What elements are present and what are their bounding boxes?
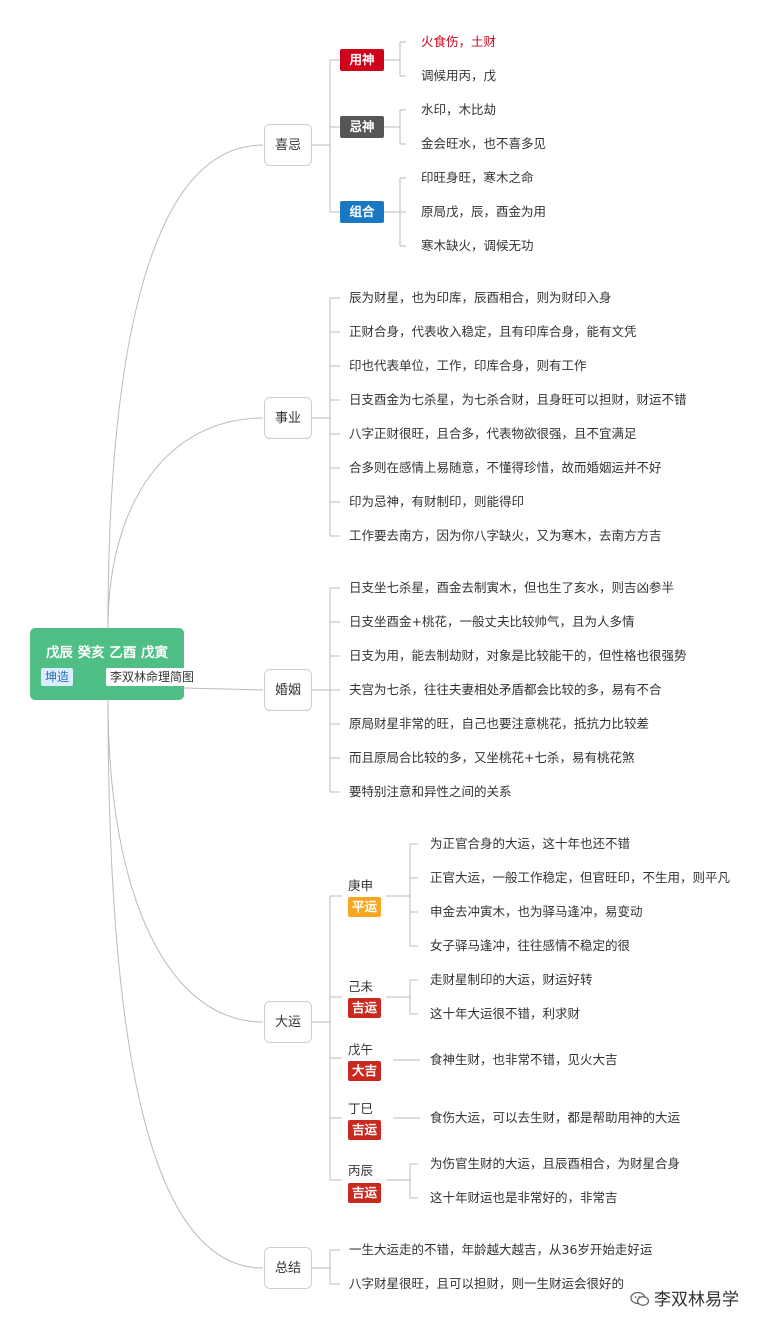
leaf-zongjie-1: 一生大运走的不错，年龄越大越吉，从36岁开始走好运 [349,1242,653,1257]
dayun-gengshen-badge: 平运 [348,897,381,917]
leaf-shiye-6: 合多则在感情上易随意，不懂得珍惜，故而婚姻运并不好 [349,460,662,475]
root-node[interactable]: 戊辰 癸亥 乙酉 戊寅 坤造 李双林命理简图 [30,628,199,700]
badge-zuhe[interactable]: 组合 [340,201,384,223]
leaf-jiwei-1: 走财星制印的大运，财运好转 [430,972,593,987]
leaf-dingsi-1: 食伤大运，可以去生财，都是帮助用神的大运 [430,1110,681,1125]
watermark-text: 李双林易学 [654,1290,739,1310]
dayun-jiwei-name: 己未 [348,979,374,994]
leaf-bingchen-1: 为伤官生财的大运，且辰酉相合，为财星合身 [430,1156,681,1171]
root-title: 戊辰 癸亥 乙酉 戊寅 [45,645,169,661]
category-hunyin[interactable]: 婚姻 [264,669,312,711]
leaf-gengshen-3: 申金去冲寅木，也为驿马逢冲，易变动 [430,904,643,919]
leaf-hunyin-7: 要特别注意和异性之间的关系 [349,784,512,799]
leaf-hunyin-5: 原局财星非常的旺，自己也要注意桃花，抵抗力比较差 [349,716,650,731]
leaf-shiye-8: 工作要去南方，因为你八字缺火，又为寒木，去南方方吉 [349,528,662,543]
leaf-hunyin-4: 夫宫为七杀，往往夫妻相处矛盾都会比较的多，易有不合 [349,682,662,697]
dayun-bingchen-name: 丙辰 [348,1163,374,1178]
leaf-hunyin-6: 而且原局合比较的多，又坐桃花+七杀，易有桃花煞 [349,750,635,765]
leaf-zuhe-1: 印旺身旺，寒木之命 [421,170,534,185]
dayun-wuwu-name: 戊午 [348,1042,374,1057]
leaf-gengshen-4: 女子驿马逢冲，往往感情不稳定的很 [430,938,631,953]
leaf-wuwu-1: 食神生财，也非常不错，见火大吉 [430,1052,618,1067]
leaf-yongshen-1: 火食伤，土财 [421,34,497,49]
leaf-yongshen-2: 调候用丙，戊 [421,68,497,83]
leaf-hunyin-2: 日支坐酉金+桃花，一般丈夫比较帅气，且为人多情 [349,614,635,629]
leaf-shiye-2: 正财合身，代表收入稳定，且有印库合身，能有文凭 [349,324,637,339]
dayun-jiwei-badge: 吉运 [348,998,381,1018]
wechat-icon [630,1291,650,1306]
badge-jishen[interactable]: 忌神 [340,116,384,138]
root-tag-brand: 李双林命理简图 [106,668,199,686]
leaf-jiwei-2: 这十年大运很不错，利求财 [430,1006,581,1021]
dayun-gengshen-name: 庚申 [348,878,374,893]
leaf-shiye-7: 印为忌神，有财制印，则能得印 [349,494,525,509]
watermark: 李双林易学 [626,1285,743,1310]
leaf-jishen-1: 水印，木比劫 [421,102,497,117]
category-xiji[interactable]: 喜忌 [264,124,312,166]
leaf-jishen-2: 金会旺水，也不喜多见 [421,136,547,151]
category-dayun[interactable]: 大运 [264,1001,312,1043]
root-tag-kunzao: 坤造 [41,668,74,686]
badge-yongshen[interactable]: 用神 [340,49,384,71]
leaf-shiye-3: 印也代表单位，工作，印库合身，则有工作 [349,358,587,373]
leaf-hunyin-1: 日支坐七杀星，酉金去制寅木，但也生了亥水，则吉凶参半 [349,580,675,595]
leaf-shiye-4: 日支酉金为七杀星，为七杀合财，且身旺可以担财，财运不错 [349,392,687,407]
dayun-wuwu-badge: 大吉 [348,1061,381,1081]
category-zongjie[interactable]: 总结 [264,1247,312,1289]
dayun-bingchen-badge: 吉运 [348,1183,381,1203]
leaf-hunyin-3: 日支为用，能去制劫财，对象是比较能干的，但性格也很强势 [349,648,687,663]
dayun-dingsi-name: 丁巳 [348,1101,374,1116]
leaf-zuhe-2: 原局戊，辰，酉金为用 [421,204,547,219]
dayun-dingsi-badge: 吉运 [348,1120,381,1140]
leaf-bingchen-2: 这十年财运也是非常好的，非常吉 [430,1190,618,1205]
category-shiye[interactable]: 事业 [264,397,312,439]
leaf-gengshen-1: 为正官合身的大运，这十年也还不错 [430,836,631,851]
leaf-gengshen-2: 正官大运，一般工作稳定，但官旺印，不生用，则平凡 [430,870,731,885]
leaf-zuhe-3: 寒木缺火，调候无功 [421,238,534,253]
leaf-shiye-5: 八字正财很旺，且合多，代表物欲很强，且不宜满足 [349,426,637,441]
leaf-shiye-1: 辰为财星，也为印库，辰酉相合，则为财印入身 [349,290,612,305]
leaf-zongjie-2: 八字财星很旺，且可以担财，则一生财运会很好的 [349,1276,625,1291]
